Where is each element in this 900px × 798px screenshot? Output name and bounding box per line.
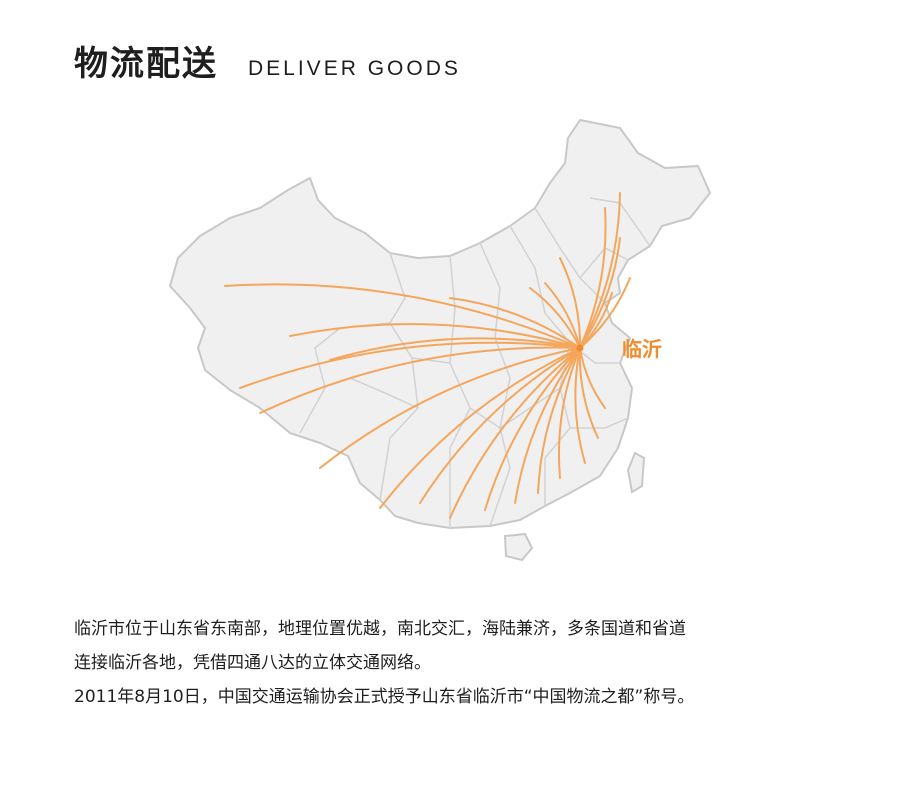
page-header: 物流配送 DELIVER GOODS xyxy=(74,36,461,85)
route-lines xyxy=(224,192,631,519)
description-line-3: 2011年8月10日，中国交通运输协会正式授予山东省临沂市“中国物流之都”称号。 xyxy=(74,687,695,707)
route-line xyxy=(484,347,581,511)
route-line xyxy=(329,337,581,361)
route-line xyxy=(419,347,581,504)
linyi-hub-marker xyxy=(576,344,584,352)
route-line xyxy=(579,292,613,349)
route-line xyxy=(529,287,581,349)
route-line xyxy=(544,282,581,349)
route-line xyxy=(289,323,581,349)
page-title: 物流配送 xyxy=(74,44,218,84)
description: 临沂市位于山东省东南部，地理位置优越，南北交汇，海陆兼济，多条国道和省道 连接临… xyxy=(74,612,854,714)
route-line xyxy=(259,346,581,414)
page-subtitle: DELIVER GOODS xyxy=(248,57,461,80)
route-line xyxy=(449,347,581,519)
taiwan-island xyxy=(626,451,646,494)
route-line xyxy=(578,347,599,439)
route-line xyxy=(239,341,581,389)
route-line xyxy=(579,237,621,349)
description-line-2: 连接临沂各地，凭借四通八达的立体交通网络。 xyxy=(74,653,431,673)
map-svg: 临沂 xyxy=(169,119,711,562)
route-line xyxy=(224,283,581,349)
route-line xyxy=(574,347,586,464)
route-line xyxy=(379,347,581,509)
province-borders xyxy=(299,197,651,528)
route-line xyxy=(558,347,581,479)
route-line xyxy=(579,192,621,349)
route-line xyxy=(449,297,581,349)
route-line xyxy=(579,347,606,409)
route-line xyxy=(514,347,581,504)
route-line xyxy=(559,257,582,349)
hainan-island xyxy=(503,532,534,562)
china-logistics-map: 临沂 xyxy=(150,108,750,583)
route-line xyxy=(319,347,581,469)
linyi-label: 临沂 xyxy=(622,337,662,361)
description-line-1: 临沂市位于山东省东南部，地理位置优越，南北交汇，海陆兼济，多条国道和省道 xyxy=(74,619,686,639)
route-line xyxy=(537,347,581,494)
route-line xyxy=(579,207,607,349)
